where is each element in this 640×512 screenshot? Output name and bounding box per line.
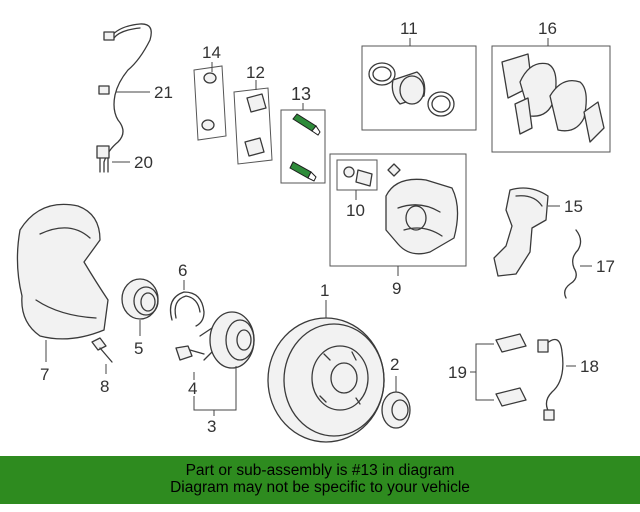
part-9-caliper-assembly xyxy=(329,153,467,276)
callout-10: 10 xyxy=(346,201,365,220)
callout-3: 3 xyxy=(207,417,216,436)
part-17-wear-sensor xyxy=(564,229,592,299)
callout-8: 8 xyxy=(100,377,109,396)
callout-5: 5 xyxy=(134,339,143,358)
part-3-hub-assembly xyxy=(175,311,255,416)
callout-13: 13 xyxy=(291,84,311,104)
guide-pin-lower xyxy=(289,161,312,179)
part-5-wheel-bearing xyxy=(121,278,159,336)
callout-18: 18 xyxy=(580,357,599,376)
callout-4: 4 xyxy=(188,379,197,398)
callout-16: 16 xyxy=(538,19,557,38)
part-8-bolt xyxy=(91,337,113,374)
part-6-snap-ring xyxy=(169,280,205,327)
callout-15: 15 xyxy=(564,197,583,216)
part-1-brake-rotor xyxy=(267,300,385,443)
part-13-guide-pin-kit xyxy=(280,103,326,184)
callout-9: 9 xyxy=(392,279,401,298)
callout-6: 6 xyxy=(178,261,187,280)
callout-12: 12 xyxy=(246,63,265,82)
guide-pin-upper xyxy=(292,113,317,132)
part-11-piston-seal-kit xyxy=(361,38,477,131)
callout-11: 11 xyxy=(400,19,418,38)
parts-diagram: 1 2 3 4 5 6 7 8 9 10 11 12 13 14 15 16 1… xyxy=(16,19,615,443)
callout-7: 7 xyxy=(40,365,49,384)
callout-17: 17 xyxy=(596,257,615,276)
callout-20: 20 xyxy=(134,153,153,172)
callout-14: 14 xyxy=(202,43,221,62)
part-2-hub-nut xyxy=(381,376,411,429)
part-18-sensor-cable xyxy=(537,338,576,421)
callout-2: 2 xyxy=(390,355,399,374)
callout-1: 1 xyxy=(320,281,329,300)
callout-21: 21 xyxy=(154,83,173,102)
part-14-bolt-kit xyxy=(193,62,227,141)
callout-19: 19 xyxy=(448,363,467,382)
info-banner: Part or sub-assembly is #13 in diagram D… xyxy=(0,456,640,504)
part-21-sensor-harness xyxy=(96,23,152,173)
part-19-clip-set xyxy=(470,333,527,407)
part-15-caliper-bracket xyxy=(493,187,560,277)
part-16-brake-pad-set xyxy=(491,38,611,153)
banner-line-1: Part or sub-assembly is #13 in diagram xyxy=(185,462,455,479)
part-12-boot-kit xyxy=(233,80,273,165)
banner-line-2: Diagram may not be specific to your vehi… xyxy=(170,479,470,496)
part-7-dust-shield xyxy=(16,203,109,362)
